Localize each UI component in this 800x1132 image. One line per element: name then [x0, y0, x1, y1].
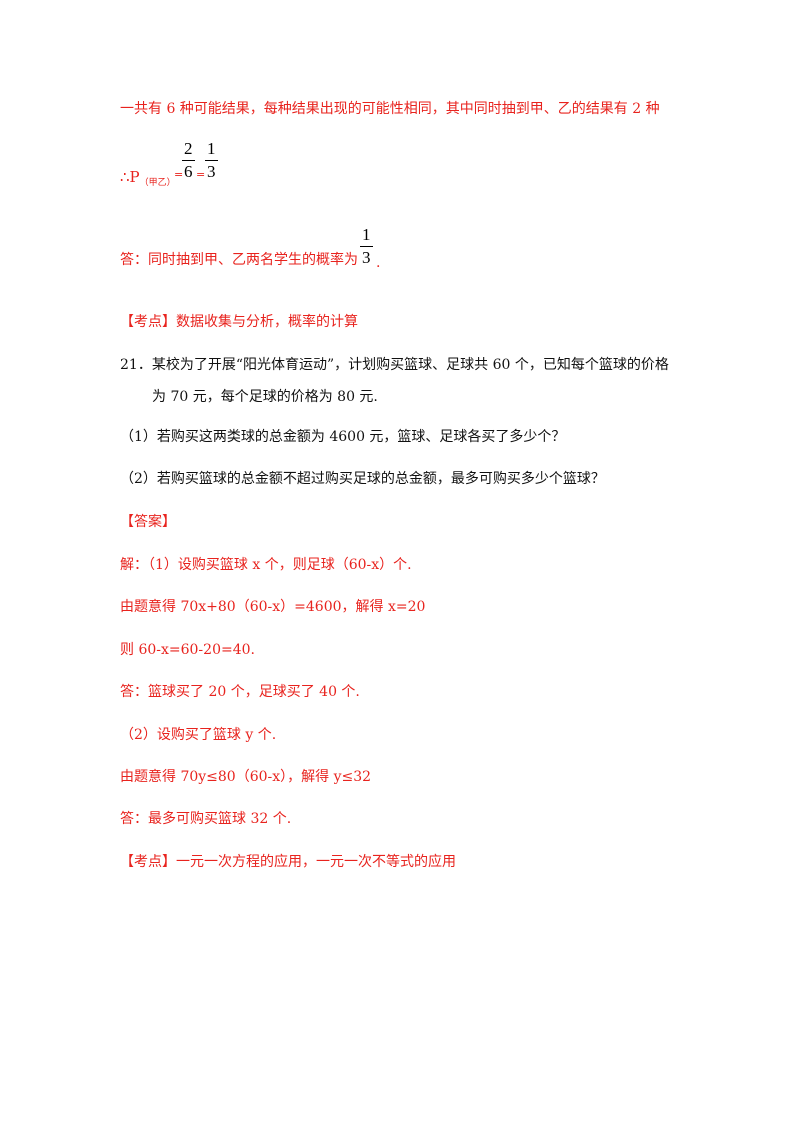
answer-line-6: 由题意得 70y≤80（60-x），解得 y≤32	[120, 769, 372, 785]
question-21-line1: 21．某校为了开展“阳光体育运动”，计划购买篮球、足球共 60 个，已知每个篮球…	[120, 357, 669, 373]
question-21-line2: 为 70 元，每个足球的价格为 80 元.	[152, 389, 378, 405]
kaodian-probability: 【考点】数据收集与分析，概率的计算	[120, 314, 358, 330]
fraction-2-6: 2 6	[182, 140, 195, 181]
probability-label: ∴P（甲乙）	[120, 168, 176, 192]
fraction-denominator: 3	[362, 248, 371, 267]
equals-sign-1: =	[174, 168, 184, 181]
answer-line-1: 解：（1）设购买篮球 x 个，则足球（60-x）个.	[120, 557, 412, 573]
kaodian-equations: 【考点】一元一次方程的应用，一元一次不等式的应用	[120, 854, 456, 870]
answer-line-5: （2）设购买了篮球 y 个.	[120, 727, 277, 743]
fraction-bar	[182, 160, 195, 161]
fraction-numerator: 1	[362, 225, 371, 244]
equals-sign-2: =	[196, 168, 206, 181]
prob-subscript: （甲乙）	[139, 178, 176, 188]
answer-label: 【答案】	[120, 514, 176, 530]
question-part-2: （2）若购买篮球的总金额不超过购买足球的总金额，最多可购买多少个篮球？	[120, 471, 605, 487]
fraction-bar	[205, 160, 218, 161]
answer-line-4: 答：篮球买了 20 个，足球买了 40 个.	[120, 684, 360, 700]
answer-line-2: 由题意得 70x+80（60-x）=4600，解得 x=20	[120, 599, 426, 615]
outcomes-line: 一共有 6 种可能结果，每种结果出现的可能性相同，其中同时抽到甲、乙的结果有 2…	[120, 101, 660, 117]
answer-line-3: 则 60-x=60-20=40.	[120, 642, 255, 658]
fraction-denominator: 3	[207, 162, 216, 181]
fraction-numerator: 2	[184, 139, 193, 158]
fraction-numerator: 1	[207, 139, 216, 158]
fraction-1-3: 1 3	[205, 140, 218, 181]
answer-fraction-1-3: 1 3	[360, 226, 373, 267]
answer-line-7: 答：最多可购买篮球 32 个.	[120, 811, 292, 827]
answer-period: .	[376, 255, 381, 271]
question-part-1: （1）若购买这两类球的总金额为 4600 元，篮球、足球各买了多少个？	[120, 429, 566, 445]
probability-answer: 答：同时抽到甲、乙两名学生的概率为	[120, 252, 358, 268]
prob-prefix: ∴P	[120, 168, 140, 186]
fraction-denominator: 6	[184, 162, 193, 181]
fraction-bar	[360, 246, 373, 247]
